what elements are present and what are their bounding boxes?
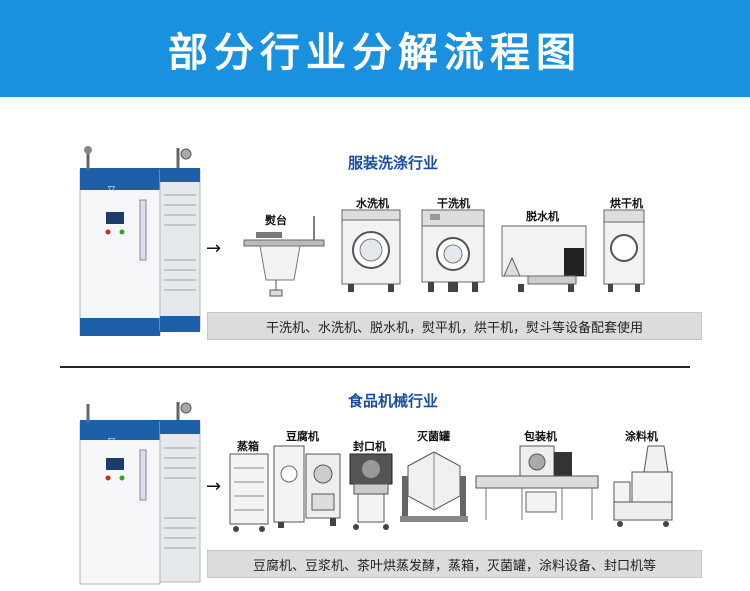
machine-label: 封口机: [353, 440, 386, 453]
steam-boiler-image: ▽: [79, 402, 201, 585]
dry-cleaning-machine-icon: [421, 209, 485, 292]
machine-label: 干洗机: [437, 197, 470, 210]
svg-text:▽: ▽: [108, 185, 115, 195]
caption-laundry: 干洗机、水洗机、脱水机，熨平机，烘干机，熨斗等设备配套使用: [207, 312, 702, 340]
tofu-machine-icon: [273, 445, 341, 528]
sealing-machine-icon: [349, 453, 393, 530]
section-title-food: 食品机械行业: [348, 392, 439, 410]
dryer-icon: [603, 209, 645, 292]
machine-label: 灭菌罐: [417, 430, 450, 443]
machine-label: 包装机: [524, 430, 557, 443]
machine-label: 涂料机: [625, 430, 658, 443]
sterilizer-icon: [400, 451, 468, 522]
machine-label: 熨台: [265, 214, 287, 227]
page-title: 部分行业分解流程图: [168, 29, 582, 76]
arrow-right-icon: →: [206, 238, 222, 259]
coating-machine-icon: [613, 445, 673, 527]
machine-label: 脱水机: [526, 210, 559, 223]
section-divider: [60, 366, 690, 368]
ironing-table-icon: [243, 216, 325, 297]
steam-cabinet-icon: [229, 453, 269, 532]
washing-machine-icon: [341, 209, 401, 292]
machine-label: 烘干机: [610, 197, 643, 210]
dehydrator-icon: [501, 225, 587, 292]
machine-label: 蒸箱: [237, 440, 259, 453]
caption-food: 豆腐机、豆浆机、茶叶烘蒸发酵，蒸箱，灭菌罐，涂料设备、封口机等: [207, 550, 702, 578]
arrow-right-icon: →: [206, 476, 222, 497]
machine-label: 豆腐机: [286, 430, 319, 443]
svg-text:▽: ▽: [108, 437, 115, 447]
section-title-laundry: 服装洗涤行业: [348, 154, 439, 172]
machine-label: 水洗机: [356, 197, 389, 210]
steam-boiler-image: ▽: [79, 146, 201, 336]
packaging-machine-icon: [475, 445, 599, 520]
header-banner: 部分行业分解流程图: [0, 0, 750, 97]
